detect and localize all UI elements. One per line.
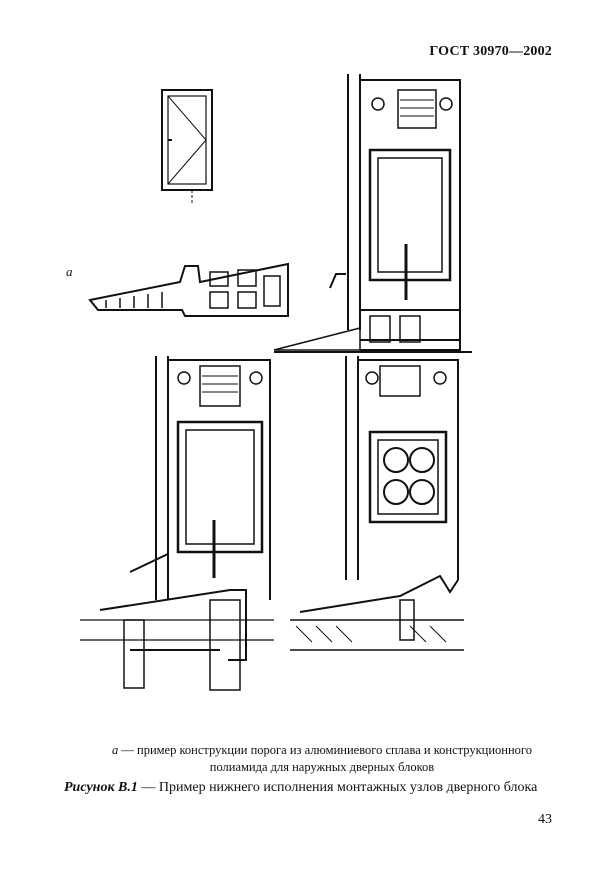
figure-note-prefix: а (112, 743, 119, 757)
figure-caption-ref: Рисунок В.1 (64, 780, 138, 795)
document-header: ГОСТ 30970—2002 (429, 44, 552, 59)
figure-caption: Рисунок В.1 — Пример нижнего исполнения … (64, 780, 537, 796)
page-number: 43 (538, 812, 552, 827)
technical-drawing (80, 74, 472, 691)
figure-note: а — пример конструкции порога из алюмини… (92, 742, 552, 776)
threshold-profile-a (88, 262, 289, 317)
figure-note-text: — пример конструкции порога из алюминиев… (118, 743, 532, 774)
section-bottom-left (80, 356, 274, 691)
door-elevation-diagram (161, 89, 213, 205)
figure-label-a: а (66, 264, 73, 279)
figure-caption-text: — Пример нижнего исполнения монтажных уз… (137, 780, 538, 795)
section-bottom-right (290, 356, 464, 651)
section-top-right (273, 74, 472, 353)
